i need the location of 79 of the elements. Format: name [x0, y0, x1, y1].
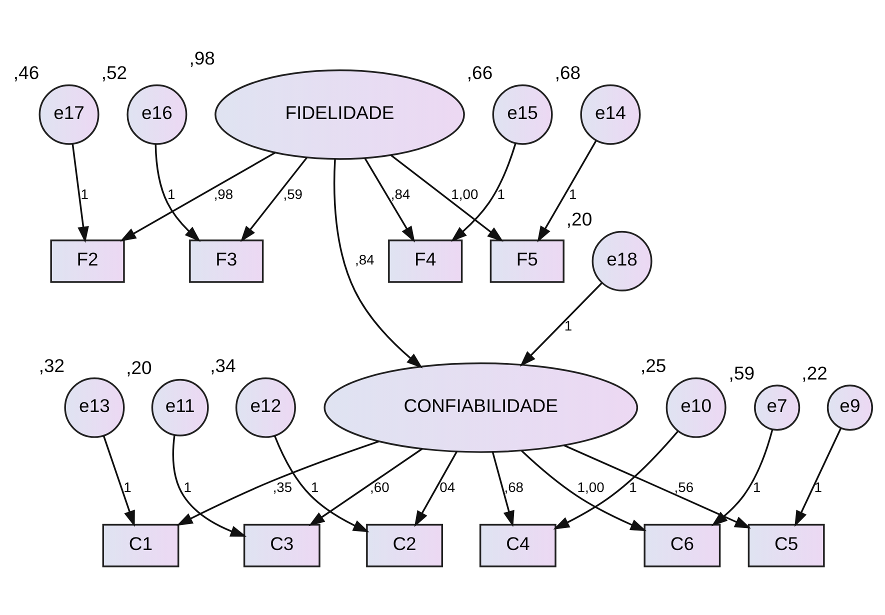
- edge-label: ,68: [504, 478, 524, 494]
- edge-label: 1: [124, 478, 132, 494]
- edge-label: 1: [184, 478, 192, 494]
- edge-label: ,59: [283, 185, 303, 202]
- edge-label: 1: [629, 478, 637, 494]
- node-box: F5: [490, 238, 564, 282]
- node-label: ,46: [13, 62, 40, 83]
- node-box: C2: [366, 523, 443, 567]
- node-circle: e18: [592, 230, 652, 291]
- edge-label: 1: [564, 317, 572, 334]
- edge-label: 1: [752, 478, 761, 494]
- arrow: [390, 154, 504, 242]
- node-label: ,32: [38, 354, 65, 376]
- arrow: [120, 151, 276, 241]
- node-box: F2: [50, 238, 125, 282]
- arrow: [520, 282, 602, 366]
- edge-label: ,60: [370, 478, 390, 494]
- node-label: ,22: [802, 362, 828, 384]
- node-box: C6: [644, 523, 721, 567]
- node-label: ,25: [640, 354, 666, 376]
- node-circle: e12: [235, 376, 296, 438]
- node-label: ,20: [566, 208, 592, 230]
- node-label: ,59: [728, 362, 755, 384]
- arrow: [102, 435, 135, 526]
- edge-label: 04: [440, 478, 456, 494]
- arrow: [521, 450, 647, 531]
- node-circle: e13: [64, 376, 125, 438]
- arrow: [333, 158, 423, 368]
- node-box: C1: [102, 523, 180, 567]
- arrow: [176, 440, 380, 526]
- edge-label: ,56: [674, 478, 694, 494]
- arrow: [240, 156, 308, 242]
- arrow: [537, 140, 597, 242]
- node-box: C5: [748, 523, 825, 567]
- edge-label: ,35: [272, 478, 292, 494]
- edge-label: ,84: [354, 251, 374, 268]
- node-circle: e10: [666, 376, 726, 438]
- arrow: [308, 448, 423, 526]
- edge-label: ,84: [390, 185, 410, 202]
- node-circle: e16: [126, 84, 188, 144]
- arrow: [154, 144, 201, 242]
- arrow: [364, 157, 415, 242]
- arrow: [414, 450, 458, 526]
- arrow: [564, 444, 751, 528]
- edge-label: 1: [311, 478, 319, 494]
- arrow: [274, 435, 370, 532]
- node-ellipse: FIDELIDADE: [214, 68, 465, 160]
- node-label: ,68: [554, 62, 581, 83]
- node-circle: e9: [826, 384, 874, 430]
- edge-label: 1,00: [451, 185, 478, 202]
- edge-label: 1: [569, 185, 577, 202]
- node-box: F4: [388, 238, 463, 282]
- edge-label: 1: [814, 478, 822, 494]
- edge-label: 1: [497, 185, 505, 202]
- node-label: ,98: [189, 46, 215, 68]
- node-label: ,66: [466, 62, 493, 83]
- arrow: [450, 142, 516, 242]
- node-box: C4: [479, 523, 556, 567]
- node-ellipse: CONFIABILIDADE: [324, 362, 638, 452]
- node-box: C3: [243, 523, 320, 567]
- arrow: [794, 427, 842, 526]
- edge-label: 1,00: [577, 478, 604, 494]
- arrow: [72, 143, 89, 242]
- node-circle: e7: [754, 384, 800, 430]
- arrow: [553, 430, 679, 529]
- arrow: [711, 428, 774, 526]
- node-label: ,52: [101, 62, 128, 83]
- edge-label: 1: [168, 185, 176, 202]
- node-circle: e15: [492, 84, 553, 144]
- edge-label: ,98: [214, 185, 234, 202]
- node-circle: e17: [38, 84, 100, 144]
- node-label: ,34: [210, 354, 236, 376]
- edge-label: 1: [80, 185, 88, 202]
- node-label: ,20: [126, 356, 152, 378]
- arrow: [172, 434, 247, 536]
- arrow: [492, 450, 514, 526]
- node-circle: e14: [580, 84, 641, 144]
- node-box: F3: [189, 238, 264, 282]
- node-circle: e11: [151, 378, 209, 436]
